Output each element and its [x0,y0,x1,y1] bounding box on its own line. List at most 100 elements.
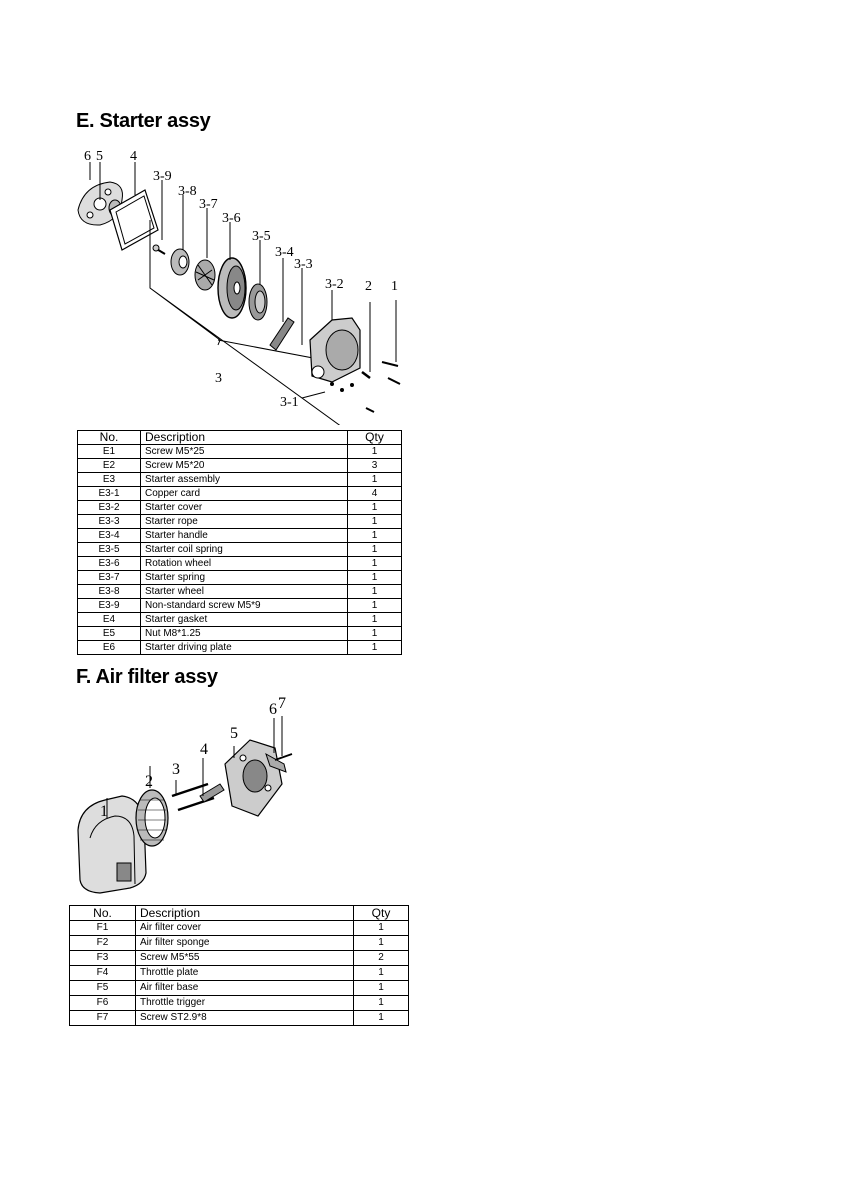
part-qty: 1 [347,514,402,529]
part-description: Starter rope [140,514,348,529]
header-description: Description [140,430,348,445]
part-number: F3 [69,950,136,966]
callout-f4: 4 [200,741,208,758]
part-qty: 1 [347,556,402,571]
header-qty: Qty [353,905,409,921]
part-number: E6 [77,640,141,655]
part-number: E3-9 [77,598,141,613]
part-qty: 1 [353,1010,409,1026]
part-number: E2 [77,458,141,473]
callout-3-5: 3-5 [252,229,271,244]
part-description: Nut M8*1.25 [140,626,348,641]
table-header-row: No. Description Qty [77,430,402,445]
callout-3-8: 3-8 [178,184,197,199]
part-description: Screw ST2.9*8 [135,1010,354,1026]
callout-2: 2 [365,279,372,294]
callout-3-6: 3-6 [222,211,241,226]
part-description: Screw M5*20 [140,458,348,473]
part-qty: 1 [347,640,402,655]
table-header-row: No. Description Qty [69,905,409,921]
part-description: Throttle plate [135,965,354,981]
part-qty: 1 [347,500,402,515]
callout-3-4: 3-4 [275,245,294,260]
part-number: F2 [69,935,136,951]
callout-3-7: 3-7 [199,197,218,212]
callout-5: 5 [96,149,103,164]
part-number: F6 [69,995,136,1011]
part-number: F5 [69,980,136,996]
part-number: E3-3 [77,514,141,529]
part-qty: 1 [347,570,402,585]
part-number: E3-2 [77,500,141,515]
callout-f6: 6 [269,701,277,718]
callout-3-9: 3-9 [153,169,172,184]
part-number: E3-7 [77,570,141,585]
part-number: E1 [77,444,141,459]
callout-4: 4 [130,149,137,164]
header-no: No. [69,905,136,921]
part-qty: 1 [347,584,402,599]
part-number: F1 [69,920,136,936]
section-title-starter: E. Starter assy [76,110,211,132]
callout-3-3: 3-3 [294,257,313,272]
part-description: Air filter sponge [135,935,354,951]
part-description: Starter cover [140,500,348,515]
section-title-air-filter: F. Air filter assy [76,666,218,688]
part-qty: 1 [353,920,409,936]
part-description: Starter handle [140,528,348,543]
part-description: Screw M5*55 [135,950,354,966]
part-qty: 1 [347,598,402,613]
part-description: Throttle trigger [135,995,354,1011]
part-description: Starter assembly [140,472,348,487]
callout-f7: 7 [278,695,286,712]
callout-1: 1 [391,279,398,294]
callout-3-1: 3-1 [280,395,299,410]
part-qty: 1 [347,444,402,459]
part-number: F7 [69,1010,136,1026]
part-number: E3-8 [77,584,141,599]
callout-3: 3 [215,371,222,386]
callout-f3: 3 [172,761,180,778]
part-qty: 3 [347,458,402,473]
callout-f1: 1 [100,803,108,820]
part-number: E4 [77,612,141,627]
callout-f2: 2 [145,773,153,790]
part-number: E3-1 [77,486,141,501]
part-number: F4 [69,965,136,981]
part-qty: 1 [347,626,402,641]
starter-exploded-diagram: 6 5 4 3-9 3-8 3-7 3-6 3-5 3-4 3-3 3-2 2 … [77,149,401,425]
part-qty: 1 [347,542,402,557]
part-number: E3-5 [77,542,141,557]
part-qty: 2 [353,950,409,966]
callout-f5: 5 [230,725,238,742]
part-description: Non-standard screw M5*9 [140,598,348,613]
part-description: Rotation wheel [140,556,348,571]
air-filter-cover-drawing [77,795,147,894]
part-number: E5 [77,626,141,641]
part-description: Starter gasket [140,612,348,627]
part-description: Air filter base [135,980,354,996]
header-qty: Qty [347,430,402,445]
part-description: Starter wheel [140,584,348,599]
header-no: No. [77,430,141,445]
part-description: Starter driving plate [140,640,348,655]
air-filter-exploded-diagram: 1 2 3 4 5 6 7 [77,695,293,894]
